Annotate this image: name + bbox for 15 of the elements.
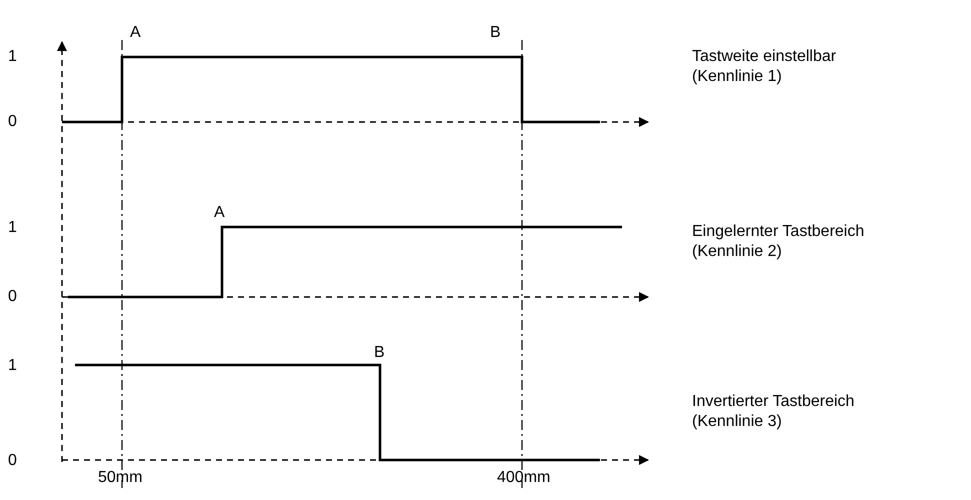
point-label: B [374, 343, 385, 363]
curve-caption: Invertierter Tastbereich (Kennlinie 3) [692, 392, 856, 432]
point-label: A [130, 23, 141, 43]
axis-value: 0 [8, 451, 17, 471]
tick-label: 50mm [98, 468, 142, 488]
curve-caption: Eingelernter Tastbereich (Kennlinie 2) [692, 222, 866, 262]
axis-value: 0 [8, 287, 17, 307]
axis-value: 0 [8, 112, 17, 132]
axis-value: 1 [8, 218, 17, 238]
curve-caption: Tastweite einstellbar (Kennlinie 1) [692, 47, 838, 87]
point-label: A [214, 203, 225, 223]
axis-value: 1 [8, 47, 17, 67]
tick-label: 400mm [497, 468, 550, 488]
axis-value: 1 [8, 356, 17, 376]
point-label: B [490, 23, 501, 43]
